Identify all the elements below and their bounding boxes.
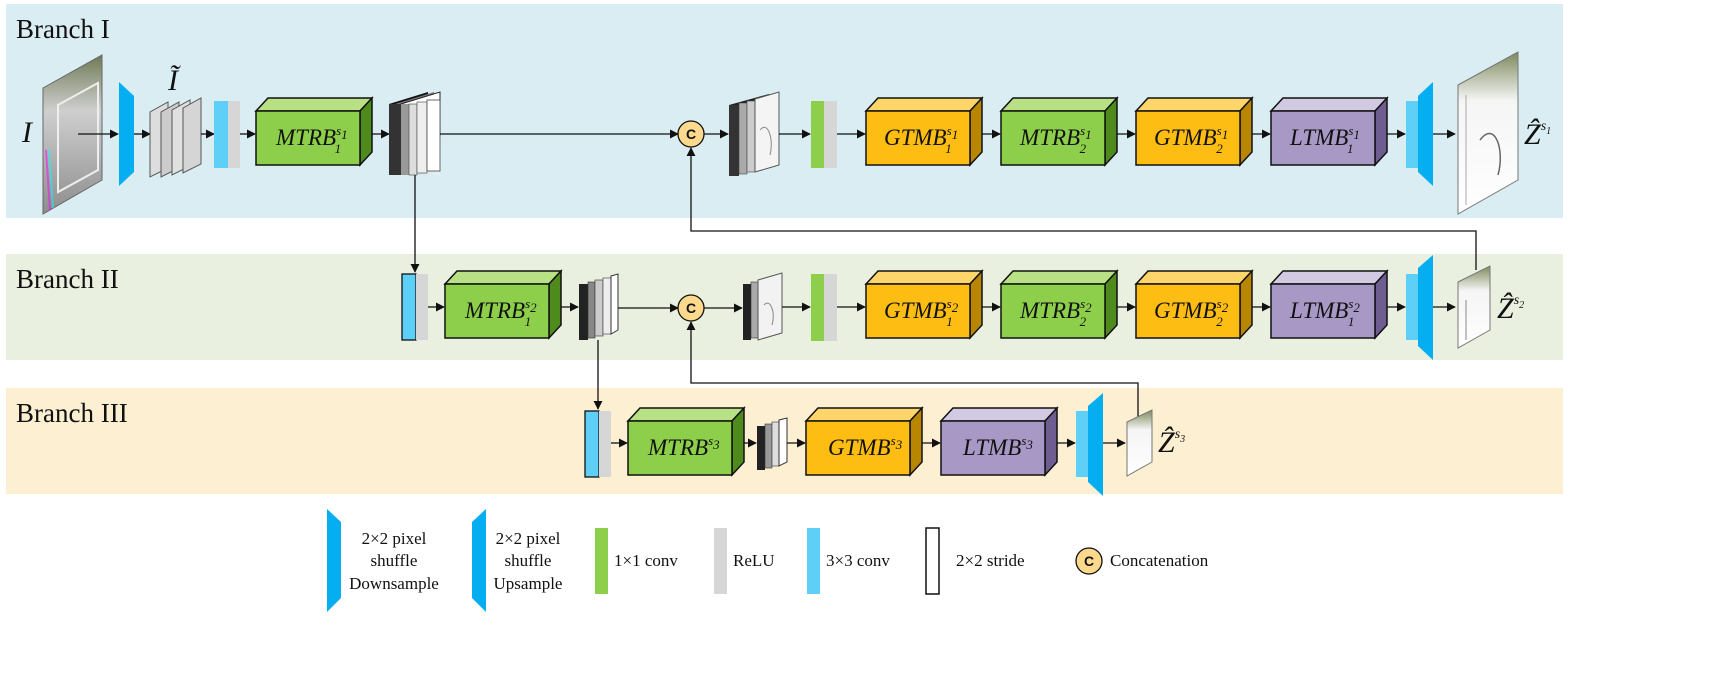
downsample-icon xyxy=(327,509,341,612)
block-label: GTMBs3 xyxy=(828,433,903,460)
legend-stride: 2×2 stride xyxy=(925,527,1025,595)
relu-shape xyxy=(416,274,428,340)
conv1x1-shape xyxy=(811,101,824,168)
branch-2-output-image xyxy=(1457,265,1491,349)
branch-1-label: Branch I xyxy=(16,14,110,44)
svg-text:shuffle: shuffle xyxy=(371,551,418,570)
relu-shape xyxy=(824,274,837,341)
legend: 2×2 pixel shuffle Downsample 2×2 pixel s… xyxy=(327,509,1209,612)
svg-text:2×2 pixel: 2×2 pixel xyxy=(362,529,427,548)
branch-3-label: Branch III xyxy=(16,398,128,428)
downsample-shape xyxy=(119,82,134,186)
relu-shape xyxy=(824,101,837,168)
svg-text:Downsample: Downsample xyxy=(349,574,439,593)
conv1x1-shape xyxy=(811,274,824,341)
output-s2-symbol: Ẑs2 xyxy=(1497,292,1524,325)
svg-text:Concatenation: Concatenation xyxy=(1110,551,1209,570)
branch-3-gtmb-block: GTMBs3 xyxy=(804,406,924,477)
legend-conv3x3: 3×3 conv xyxy=(807,528,890,594)
concat-icon xyxy=(1075,547,1103,575)
branch-3-feature-stack xyxy=(757,417,788,470)
branch-1-concat-node: C xyxy=(677,120,705,148)
output-s3-symbol: Ẑs3 xyxy=(1158,426,1185,459)
branch-2-label: Branch II xyxy=(16,264,119,294)
stride-conv-shape xyxy=(584,410,600,478)
conv1x1-icon xyxy=(595,528,608,594)
branch-2-to-1-feedback-line xyxy=(686,147,1477,270)
input-image xyxy=(42,54,103,215)
svg-text:C: C xyxy=(686,126,696,142)
branch-2-feature-stack xyxy=(579,273,619,340)
input-tilde-symbol: Ĩ xyxy=(167,64,181,97)
input-symbol: I xyxy=(21,116,34,149)
stride-conv-shape xyxy=(401,273,417,341)
conv3x3-icon xyxy=(807,528,820,594)
branch-3-ltmb-block: LTMBs3 xyxy=(939,406,1059,477)
legend-downsample: 2×2 pixel shuffle Downsample xyxy=(327,509,439,612)
svg-text:1×1 conv: 1×1 conv xyxy=(614,551,678,570)
branch-2-upsample xyxy=(1406,255,1433,360)
relu-shape xyxy=(228,101,240,168)
legend-concatenation: C Concatenation xyxy=(1075,547,1209,575)
branch-3-upsample xyxy=(1076,393,1103,496)
branch-1-concat-stack xyxy=(729,91,780,176)
svg-text:3×3 conv: 3×3 conv xyxy=(826,551,890,570)
branch-3-to-2-feedback-line xyxy=(686,321,1139,420)
svg-text:ReLU: ReLU xyxy=(733,551,775,570)
svg-text:Upsample: Upsample xyxy=(494,574,563,593)
legend-relu: ReLU xyxy=(714,528,775,594)
legend-upsample: 2×2 pixel shuffle Upsample xyxy=(472,509,562,612)
block-label: MTRBs3 xyxy=(647,433,720,460)
relu-icon xyxy=(714,528,727,594)
branch-1-feature-stack xyxy=(389,91,441,176)
stride-icon xyxy=(925,527,940,595)
svg-text:C: C xyxy=(686,300,696,316)
branch-1-output-image xyxy=(1457,51,1519,215)
relu-shape xyxy=(599,411,611,477)
svg-text:shuffle: shuffle xyxy=(505,551,552,570)
block-label: LTMBs3 xyxy=(962,433,1033,460)
svg-text:2×2 stride: 2×2 stride xyxy=(956,551,1025,570)
conv3x3-shape xyxy=(214,101,228,168)
branch-2-concat-node: C xyxy=(677,294,705,322)
svg-text:C: C xyxy=(1084,553,1094,569)
branch-3-output-image xyxy=(1126,409,1153,477)
svg-text:2×2 pixel: 2×2 pixel xyxy=(496,529,561,548)
upsample-icon xyxy=(472,509,486,612)
pixel-shuffled-image-stack xyxy=(149,97,202,178)
branch-2-concat-stack xyxy=(743,272,783,341)
branch-1-upsample xyxy=(1406,82,1433,186)
legend-conv1x1: 1×1 conv xyxy=(595,528,678,594)
output-s1-symbol: Ẑs1 xyxy=(1524,118,1551,151)
branch-3-mtrb-block: MTRBs3 xyxy=(626,406,746,477)
